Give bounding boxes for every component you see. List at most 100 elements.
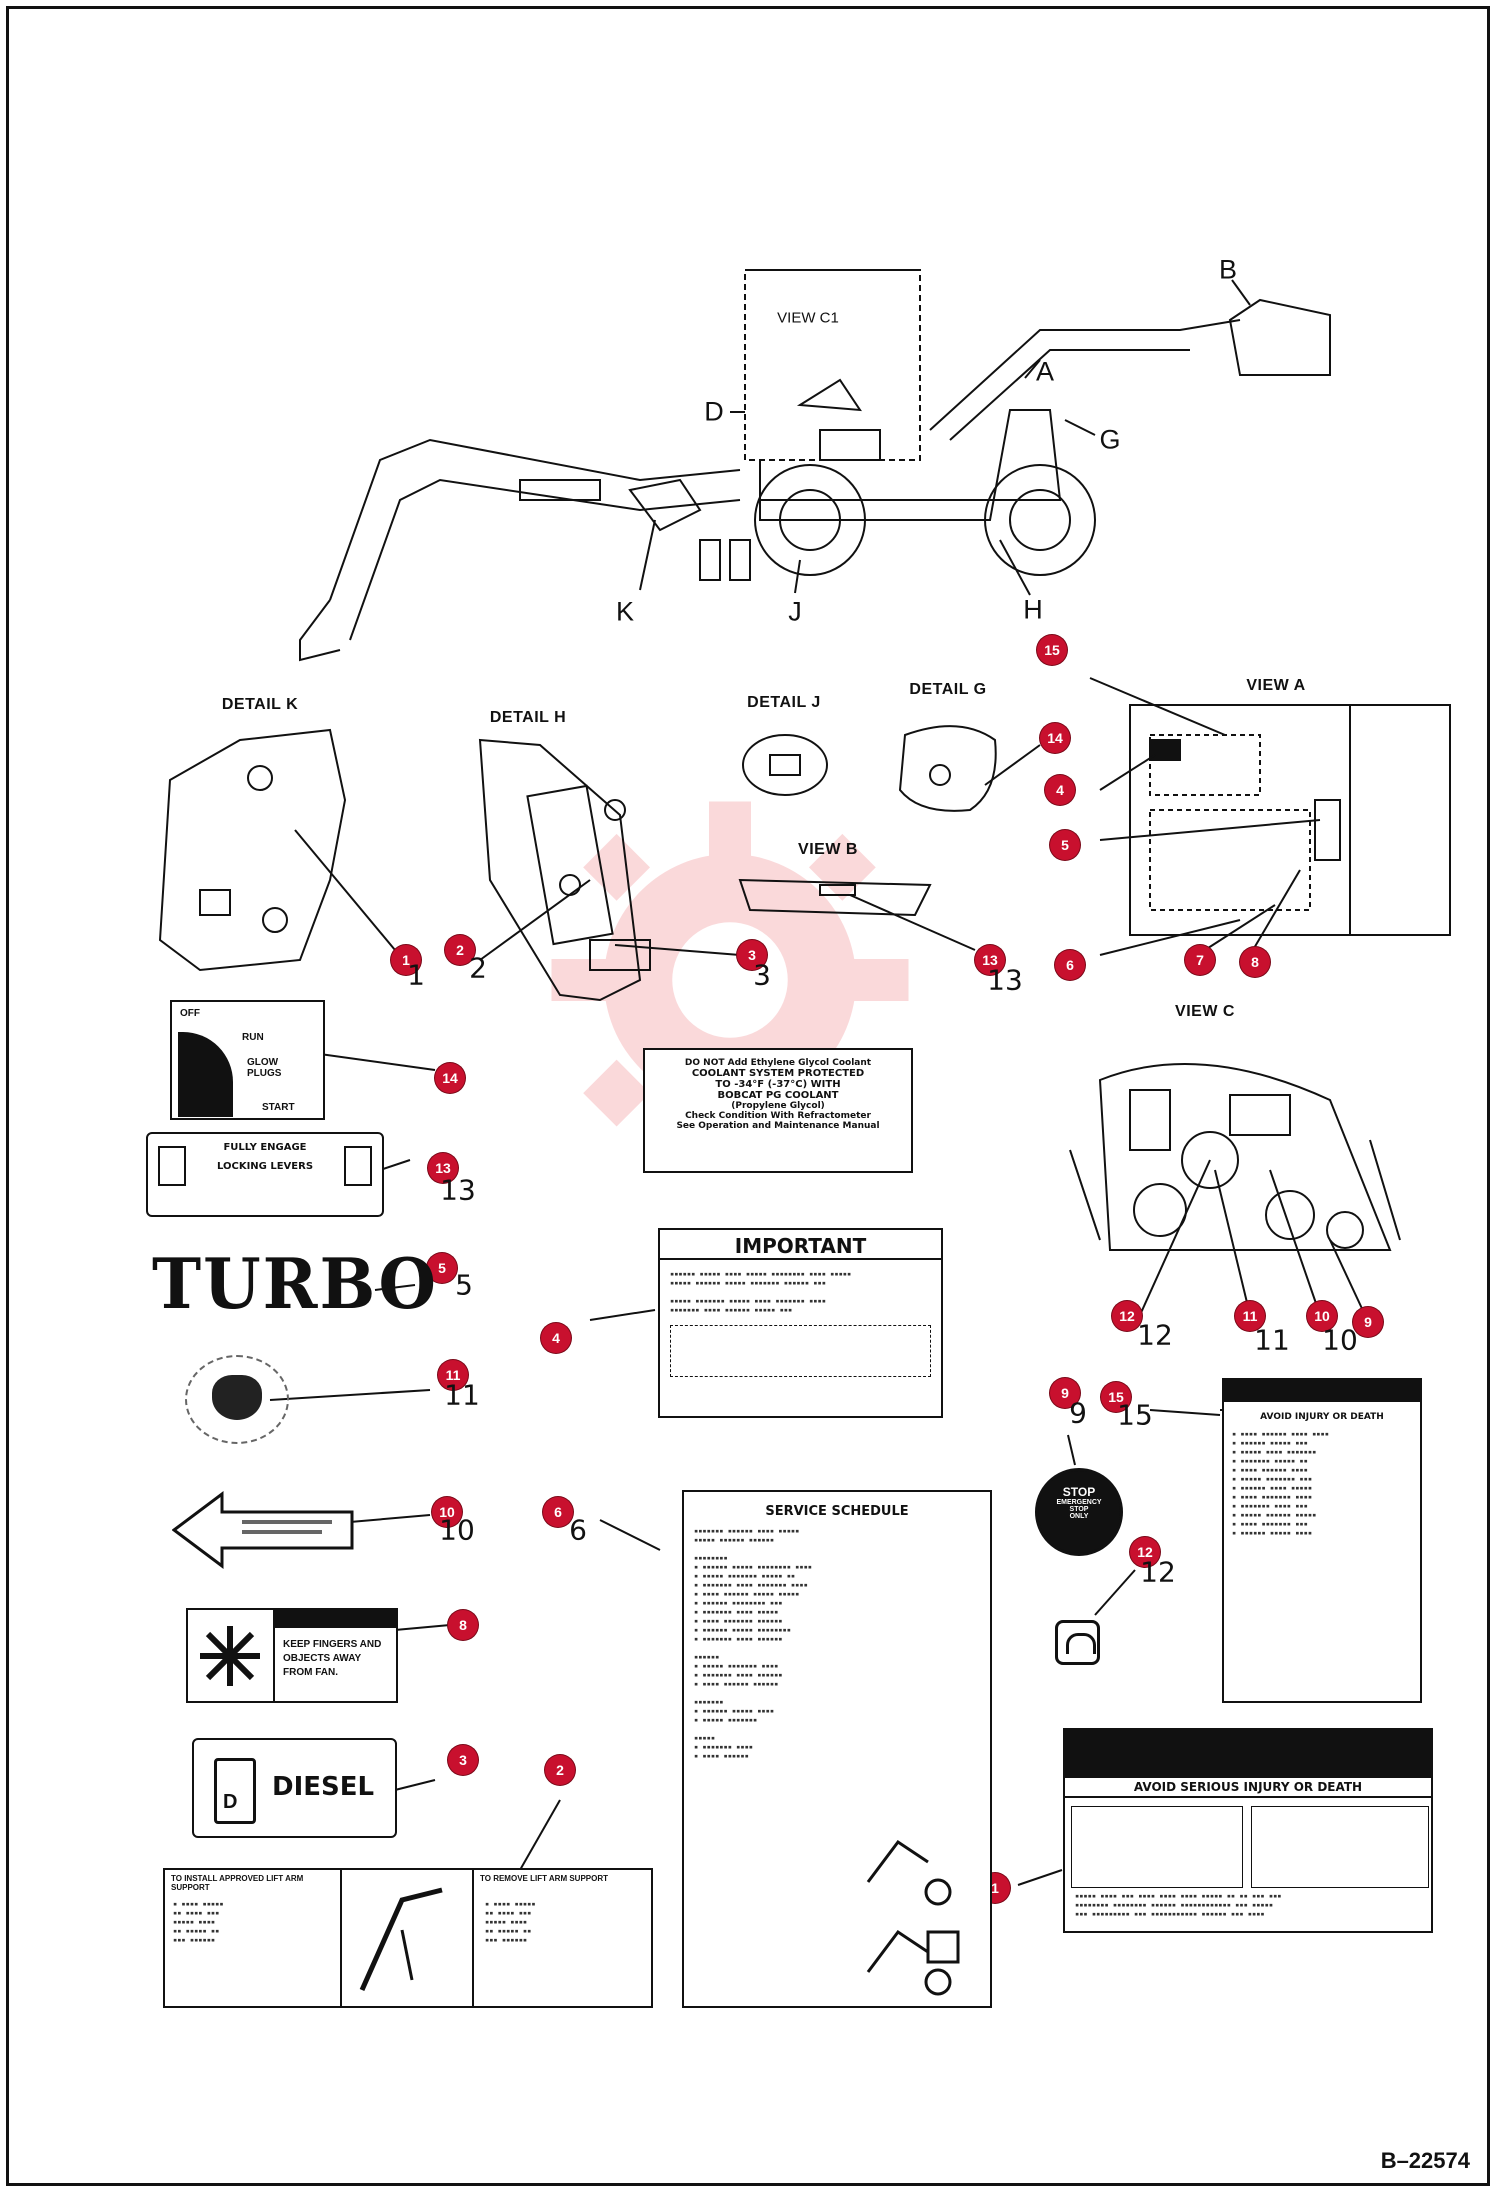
item-number-12b: 12 (1140, 1555, 1176, 1589)
callout-6-view-a: 6 (1055, 950, 1085, 980)
important-title: IMPORTANT (660, 1234, 941, 1260)
callout-7-view-a: 7 (1185, 945, 1215, 975)
item-number-15: 15 (1117, 1398, 1153, 1432)
decal-diesel: D DIESEL (192, 1738, 397, 1838)
view-a-title: VIEW A (1246, 677, 1306, 694)
callout-2-detail-h: 2 (445, 935, 475, 965)
fuel-pump-icon: D (214, 1758, 256, 1824)
item-number-6: 6 (569, 1513, 587, 1547)
decal-avoid-injury: AVOID INJURY OR DEATH ▪ ▪▪▪▪ ▪▪▪▪▪▪ ▪▪▪▪… (1222, 1378, 1422, 1703)
stop-line2: EMERGENCY (1056, 1499, 1102, 1506)
page-frame (6, 6, 1490, 2186)
view-label-d: D (704, 396, 724, 427)
detail-h-title: DETAIL H (489, 709, 567, 726)
view-c1-label: VIEW C1 (777, 309, 839, 327)
item-number-10: 10 (1322, 1323, 1358, 1357)
detail-h-drawing (478, 738, 741, 1002)
decal-turbo: TURBO (152, 1243, 439, 1325)
item-number-11b: 11 (444, 1378, 480, 1412)
fan-line3: FROM FAN. (283, 1667, 338, 1678)
stop-line1: STOP (1062, 1485, 1096, 1499)
item-number-11: 11 (1254, 1323, 1290, 1357)
coolant-line1: DO NOT Add Ethylene Glycol Coolant (684, 1058, 872, 1068)
ignition-glow-label: GLOW PLUGS (247, 1057, 282, 1079)
stop-line4: ONLY (1069, 1513, 1089, 1520)
decal-fan-warning: KEEP FINGERS AND OBJECTS AWAY FROM FAN. (186, 1608, 398, 1703)
callout-11-view-c: 11 (1235, 1301, 1265, 1331)
lift-arm-illustration-icon (340, 1870, 474, 2006)
lift-arm-remove-title: TO REMOVE LIFT ARM SUPPORT (480, 1874, 609, 1883)
item-number-10b: 10 (439, 1513, 475, 1547)
ignition-start-label: START (262, 1102, 295, 1113)
view-b-title: VIEW B (798, 841, 858, 858)
callout-14-decal: 14 (435, 1063, 465, 1093)
callout-5-decal: 5 (427, 1253, 457, 1283)
detail-g-drawing (898, 725, 1041, 812)
decal-emergency-stop: STOP EMERGENCY STOP ONLY (1035, 1468, 1123, 1556)
coolant-line3: TO -34°F (-37°C) WITH (715, 1079, 841, 1090)
coolant-line5: (Propylene Glycol) (731, 1101, 825, 1111)
fan-icon (188, 1610, 275, 1701)
locking-mid-text: LOCKING LEVERS (216, 1161, 314, 1172)
callout-8-view-a: 8 (1240, 947, 1270, 977)
item-number-13: 13 (987, 963, 1023, 997)
view-c-title: VIEW C (1175, 1003, 1235, 1020)
callout-13-view-b: 13 (975, 945, 1005, 975)
diesel-text: DIESEL (272, 1772, 375, 1802)
drawing-number: B–22574 (1380, 2148, 1470, 2173)
callout-5-view-a: 5 (1050, 830, 1080, 860)
view-label-j: J (788, 596, 802, 627)
item-number-13b: 13 (440, 1173, 476, 1207)
callout-9-decal: 9 (1050, 1378, 1080, 1408)
locking-top-text: FULLY ENGAGE (223, 1142, 307, 1153)
coolant-line2: COOLANT SYSTEM PROTECTED (691, 1068, 865, 1079)
decal-arrow-icon (172, 1491, 354, 1569)
fan-line2: OBJECTS AWAY (283, 1653, 362, 1664)
callout-10-view-c: 10 (1307, 1301, 1337, 1331)
coolant-line4: BOBCAT PG COOLANT (717, 1090, 839, 1101)
coolant-line6: Check Condition With Refractometer (685, 1111, 871, 1121)
avoid-serious-title: AVOID SERIOUS INJURY OR DEATH (1065, 1780, 1431, 1798)
callout-10-decal: 10 (432, 1497, 462, 1527)
callout-8-decal: 8 (448, 1610, 478, 1640)
detail-k-title: DETAIL K (221, 696, 299, 713)
callout-3-decal: 3 (448, 1745, 478, 1775)
decal-locking-levers: FULLY ENGAGE LOCKING LEVERS (146, 1132, 384, 1217)
item-number-9: 9 (1069, 1396, 1087, 1430)
decal-important: IMPORTANT ▪▪▪▪▪▪ ▪▪▪▪▪ ▪▪▪▪ ▪▪▪▪▪ ▪▪▪▪▪▪… (658, 1228, 943, 1418)
callout-6-decal: 6 (543, 1497, 573, 1527)
detail-j-title: DETAIL J (747, 694, 821, 711)
lift-arm-install-title: TO INSTALL APPROVED LIFT ARM SUPPORT (171, 1874, 304, 1892)
swing-lock-illustration-icon (1071, 1806, 1243, 1888)
view-c-drawing (1069, 1063, 1401, 1316)
coolant-line7: See Operation and Maintenance Manual (676, 1121, 880, 1131)
horn-icon (1055, 1620, 1100, 1665)
callout-3-detail-h: 3 (737, 940, 767, 970)
decal-coolant: DO NOT Add Ethylene Glycol Coolant COOLA… (643, 1048, 913, 1173)
view-b-drawing (738, 878, 976, 951)
view-a-drawing (1089, 677, 1451, 956)
boom-lock-illustration-icon (1251, 1806, 1429, 1888)
callout-15-decal: 15 (1101, 1382, 1131, 1412)
avoid-injury-title: AVOID INJURY OR DEATH (1260, 1412, 1384, 1422)
decal-lift-arm-support: TO INSTALL APPROVED LIFT ARM SUPPORT TO … (163, 1868, 653, 2008)
item-number-12: 12 (1137, 1318, 1173, 1352)
detail-g-title: DETAIL G (909, 681, 987, 698)
backhoe-illustration-icon (866, 1839, 960, 1996)
ignition-run-label: RUN (242, 1032, 264, 1043)
key-shape-icon (178, 1032, 233, 1117)
decal-service-schedule: SERVICE SCHEDULE ▪▪▪▪▪▪▪ ▪▪▪▪▪▪ ▪▪▪▪ ▪▪▪… (682, 1490, 992, 2008)
item-number-5: 5 (455, 1268, 473, 1302)
lever-left-icon (158, 1146, 186, 1186)
callout-15-view-a: 15 (1037, 635, 1067, 665)
view-label-g: G (1099, 424, 1121, 455)
callout-4-view-a: 4 (1045, 775, 1075, 805)
watermark-gear-icon (551, 801, 909, 1159)
item-number-2: 2 (469, 951, 487, 985)
callout-12-decal: 12 (1130, 1537, 1160, 1567)
callout-12-view-c: 12 (1112, 1301, 1142, 1331)
view-label-h: H (1023, 594, 1043, 625)
callout-4-decal: 4 (541, 1323, 571, 1353)
stop-line3: STOP (1069, 1506, 1089, 1513)
